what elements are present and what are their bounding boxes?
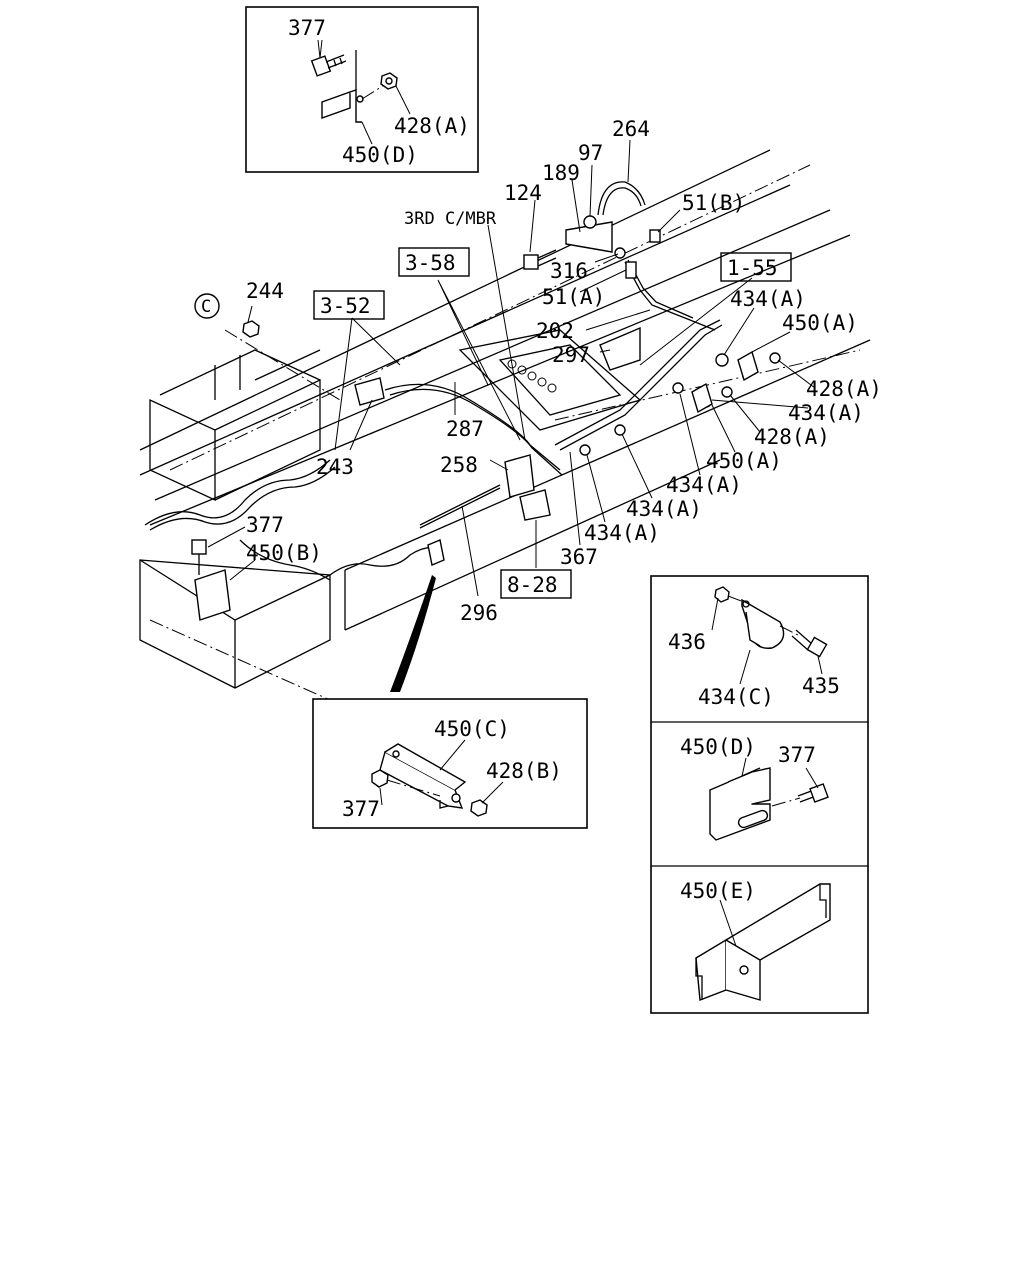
connector-97-icon xyxy=(583,215,597,229)
junction-243-icon xyxy=(354,377,385,406)
label-434a-4: 434(A) xyxy=(626,497,702,521)
label-377-b: 377 xyxy=(246,513,284,537)
bracket-189-icon xyxy=(565,221,613,253)
reference-boxes: 3-58 3-52 1-55 8-28 xyxy=(313,247,792,599)
ref-3-52: 3-52 xyxy=(320,294,371,318)
label-287: 287 xyxy=(446,417,484,441)
ref-8-28: 8-28 xyxy=(507,573,558,597)
inset-top-left-frame xyxy=(245,6,479,173)
bracket-450c-icon xyxy=(379,743,467,809)
nut-428b-icon xyxy=(470,799,488,817)
label-434c: 434(C) xyxy=(698,685,774,709)
label-428b: 428(B) xyxy=(486,759,562,783)
bracket-450b-icon xyxy=(194,569,231,621)
label-377-c: 377 xyxy=(342,797,380,821)
inset-bottom-center: 450(C) 428(B) 377 xyxy=(312,698,588,829)
label-450b: 450(B) xyxy=(246,541,322,565)
fitting-316-icon xyxy=(614,247,626,259)
label-434a-1: 434(A) xyxy=(730,287,806,311)
inset-right: 436 434(C) 435 450(D) 377 xyxy=(650,575,869,1014)
clip-296-icon xyxy=(427,539,445,566)
bolt-377-icon xyxy=(310,54,347,77)
callout-c-label: C xyxy=(201,297,211,317)
leader-lines xyxy=(207,39,816,692)
label-316: 316 xyxy=(550,259,588,283)
callout-circle-c xyxy=(194,293,220,319)
ref-1-55: 1-55 xyxy=(727,256,778,280)
valve-297-icon xyxy=(599,326,641,371)
label-124: 124 xyxy=(504,181,542,205)
label-296: 296 xyxy=(460,601,498,625)
label-435: 435 xyxy=(802,674,840,698)
label-189: 189 xyxy=(542,161,580,185)
label-434a-2: 434(A) xyxy=(788,401,864,425)
label-243: 243 xyxy=(316,455,354,479)
ref-box-1-55 xyxy=(720,252,792,282)
label-244: 244 xyxy=(246,279,284,303)
nut-436-icon xyxy=(714,586,730,603)
clip-434a-4-icon xyxy=(614,424,626,436)
label-428a-2: 428(A) xyxy=(806,377,882,401)
clip-434a-icon xyxy=(715,353,729,367)
label-428a-3: 428(A) xyxy=(754,425,830,449)
ref-3-58: 3-58 xyxy=(405,251,456,275)
label-428a: 428(A) xyxy=(394,114,470,138)
nut-428a-2-icon xyxy=(769,352,781,364)
label-450a-2: 450(A) xyxy=(706,449,782,473)
label-3rd-crossmember: 3RD C/MBR xyxy=(404,209,497,229)
bolt-435-icon xyxy=(791,629,828,658)
label-297: 297 xyxy=(552,343,590,367)
ref-box-3-58 xyxy=(398,247,470,277)
bolt-377-b-icon xyxy=(191,539,207,555)
bracket-450d-icon xyxy=(321,50,364,123)
clip-434a-5-icon xyxy=(579,444,591,456)
fitting-51a-icon xyxy=(625,261,637,279)
label-450e: 450(E) xyxy=(680,879,756,903)
label-377-d: 377 xyxy=(778,743,816,767)
label-264: 264 xyxy=(612,117,650,141)
ref-box-8-28 xyxy=(500,569,572,599)
main-parts xyxy=(191,215,781,621)
nut-244-icon xyxy=(242,320,260,338)
label-202: 202 xyxy=(536,319,574,343)
bracket-450a-icon xyxy=(737,350,759,382)
label-51a: 51(A) xyxy=(542,285,605,309)
label-450d: 450(D) xyxy=(342,143,418,167)
label-434a-3: 434(A) xyxy=(666,473,742,497)
panel-bracket-450e: 450(E) xyxy=(680,879,831,1001)
label-97: 97 xyxy=(578,141,603,165)
clip-434a-3-icon xyxy=(672,382,684,394)
ref-box-3-52 xyxy=(313,290,385,320)
label-436: 436 xyxy=(668,630,706,654)
fitting-51b-icon xyxy=(649,229,661,243)
panel-bracket-450d: 450(D) 377 xyxy=(680,735,829,841)
main-labels: 264 97 189 124 51(B) 3RD C/MBR 316 51(A)… xyxy=(194,117,882,625)
label-377: 377 xyxy=(288,16,326,40)
nut-428a-icon xyxy=(380,72,398,90)
label-51b: 51(B) xyxy=(682,191,745,215)
bolt-124-icon xyxy=(523,254,539,270)
label-450d-b: 450(D) xyxy=(680,735,756,759)
label-258: 258 xyxy=(440,453,478,477)
inset-top-left: 377 428(A) 450(D) xyxy=(245,6,479,173)
label-450c: 450(C) xyxy=(434,717,510,741)
valve-258-icon xyxy=(504,454,535,498)
label-450a-1: 450(A) xyxy=(782,311,858,335)
nut-428a-3-icon xyxy=(721,386,733,398)
bolt-377-c-icon xyxy=(371,769,389,788)
chassis-frame xyxy=(139,149,871,701)
bracket-450a-2-icon xyxy=(691,382,713,414)
panel-clip-434c: 436 434(C) 435 xyxy=(668,586,840,709)
bracket-8-28-icon xyxy=(519,489,551,521)
detail-arrow xyxy=(390,575,436,692)
label-367: 367 xyxy=(560,545,598,569)
label-434a-5: 434(A) xyxy=(584,521,660,545)
